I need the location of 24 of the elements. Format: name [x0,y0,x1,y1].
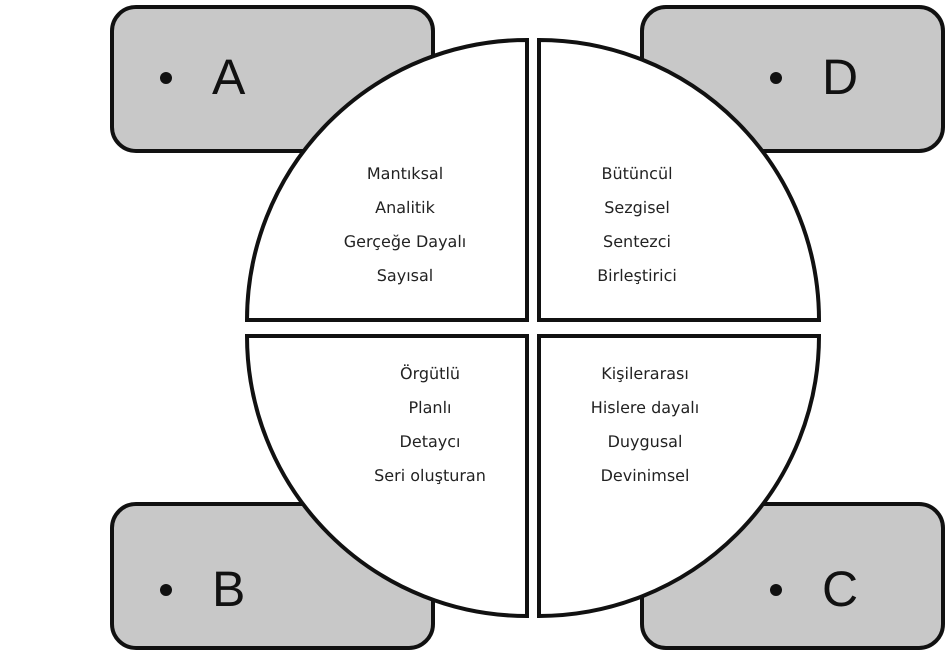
trait-label: Analitik [375,198,435,218]
quadrant-panel [537,334,821,618]
trait-label: Devinimsel [600,466,690,486]
quadrant-panel [537,38,821,322]
category-letter: D [764,49,858,105]
trait-label: Hislere dayalı [590,398,700,418]
category-letter: A [154,49,246,105]
trait-label: Bütüncül [601,164,673,184]
trait-label: Duygusal [608,432,682,452]
trait-label: Sentezci [603,232,671,252]
trait-label: Sayısal [376,266,434,286]
trait-label: Seri oluşturan [374,466,486,486]
trait-label: Gerçeğe Dayalı [344,232,466,252]
quadrant-panel [245,334,529,618]
trait-label: Kişilerarası [601,364,689,384]
trait-label: Planlı [408,398,452,418]
trait-label: Sezgisel [604,198,670,218]
trait-label: Örgütlü [400,364,460,384]
category-letter: C [764,561,858,617]
trait-label: Detaycı [400,432,460,452]
quadrant-panel [245,38,529,322]
trait-label: Mantıksal [366,164,444,184]
category-letter: B [154,561,246,617]
trait-label: Birleştirici [597,266,677,286]
